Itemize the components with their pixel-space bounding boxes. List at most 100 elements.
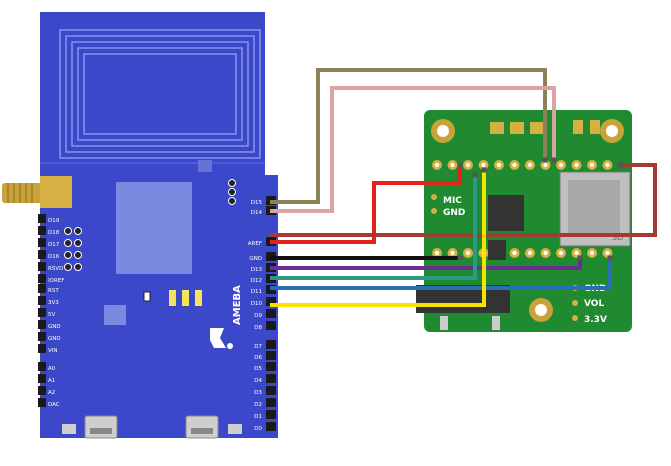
wire-aref bbox=[270, 165, 462, 244]
right-pin-label: D0 bbox=[254, 426, 262, 432]
module-top-pin-hole bbox=[527, 162, 533, 168]
wire-d14 bbox=[270, 86, 556, 213]
left-pin-label: VIN bbox=[48, 348, 58, 354]
module-top-pin-row bbox=[432, 160, 613, 170]
wire-end-pins bbox=[457, 157, 623, 261]
right-pin-label: D10 bbox=[251, 301, 263, 307]
wire-end-pin bbox=[481, 167, 487, 173]
module-top-pin-hole bbox=[558, 162, 564, 168]
left-pin bbox=[38, 320, 46, 329]
led bbox=[182, 290, 189, 306]
left-pin-label: GND bbox=[48, 336, 61, 342]
right-pin bbox=[266, 340, 276, 349]
left-pin bbox=[38, 226, 46, 235]
small-header bbox=[228, 179, 236, 205]
left-pin bbox=[38, 274, 46, 283]
wire-end-pin bbox=[551, 157, 557, 163]
left-pin bbox=[38, 250, 46, 259]
left-pin-label: A0 bbox=[48, 366, 56, 372]
module-top-pin-hole bbox=[465, 162, 471, 168]
wire-end-pin bbox=[472, 172, 478, 178]
module-bottom-pin-hole bbox=[527, 250, 533, 256]
right-pin-label: D14 bbox=[251, 210, 263, 216]
realtek-logo-icon bbox=[210, 328, 233, 349]
left-pin-label: DAC bbox=[48, 402, 60, 408]
wire-end-pin bbox=[457, 255, 463, 261]
amp-chip bbox=[488, 240, 506, 260]
board-separator bbox=[40, 162, 265, 164]
right-pin-label: D1 bbox=[254, 414, 262, 420]
wire-end-pin bbox=[577, 255, 583, 261]
smd-component bbox=[198, 160, 212, 172]
left-pin-label: IOREF bbox=[48, 278, 64, 284]
module-top-pin-hole bbox=[574, 162, 579, 168]
right-pin-label: D7 bbox=[254, 344, 262, 350]
right-pin bbox=[266, 297, 276, 306]
left-pin-label: A1 bbox=[48, 378, 55, 384]
small-chip bbox=[104, 305, 126, 325]
wire-end-pin bbox=[457, 162, 463, 168]
right-pin bbox=[266, 422, 276, 431]
right-pin bbox=[266, 386, 276, 395]
vol-label: VOL bbox=[584, 299, 604, 309]
right-pin-label: D6 bbox=[254, 355, 262, 361]
right-pin-label: D12 bbox=[251, 278, 262, 284]
mounting-hole bbox=[431, 119, 455, 143]
right-pin bbox=[266, 309, 276, 318]
wire-end-pin bbox=[607, 255, 613, 261]
sd-slot-label: SD bbox=[612, 233, 623, 242]
left-pin bbox=[38, 374, 46, 383]
right-pin-label: D5 bbox=[254, 366, 262, 372]
ameba-board: D19D18D17D16RSVDIOREFRST3V35VGNDGNDVINA0… bbox=[2, 12, 278, 439]
left-pin-label: 5V bbox=[48, 312, 55, 318]
wire-d15 bbox=[270, 68, 547, 204]
module-top-pin-hole bbox=[481, 162, 486, 168]
module-top-pin-hole bbox=[589, 162, 595, 168]
wire-d13 bbox=[270, 258, 582, 270]
right-pin bbox=[266, 374, 276, 383]
d16-d19-pin-block bbox=[64, 227, 82, 271]
left-pin-label: D17 bbox=[48, 242, 60, 248]
module-bottom-pin-hole bbox=[450, 250, 455, 256]
module-top-pin-hole bbox=[543, 162, 548, 168]
right-pin-label: D13 bbox=[251, 267, 263, 273]
left-pin-label: RSVD bbox=[48, 266, 63, 272]
left-pin-label: D16 bbox=[48, 254, 60, 260]
left-pin bbox=[38, 308, 46, 317]
module-bottom-pin-hole bbox=[589, 250, 595, 256]
left-pin bbox=[38, 262, 46, 271]
wire-end-pin bbox=[617, 162, 623, 168]
module-top-pads bbox=[490, 120, 600, 134]
left-pin-label: 3V3 bbox=[48, 300, 59, 306]
wires bbox=[270, 68, 657, 307]
module-top-pin-hole bbox=[434, 162, 440, 168]
module-top-pin-hole bbox=[512, 162, 517, 168]
mic-label: MIC bbox=[443, 196, 462, 206]
audio-module: SD MIC GND GND VOL 3.3V bbox=[416, 110, 632, 332]
ameba-chip bbox=[116, 182, 192, 274]
module-bottom-pin-hole bbox=[543, 250, 548, 256]
right-pin-label: D3 bbox=[254, 390, 262, 396]
left-pin bbox=[38, 386, 46, 395]
left-pin bbox=[38, 398, 46, 407]
right-pin bbox=[266, 362, 276, 371]
left-pin bbox=[38, 296, 46, 305]
left-pin bbox=[38, 332, 46, 341]
left-header: D19D18D17D16RSVDIOREFRST3V35VGNDGNDVINA0… bbox=[38, 214, 64, 408]
v33-label: 3.3V bbox=[584, 315, 607, 325]
module-top-pin-hole bbox=[605, 162, 610, 168]
gnd-label-left: GND bbox=[443, 208, 465, 218]
mic-pads bbox=[431, 194, 437, 214]
nfc-antenna bbox=[59, 29, 261, 159]
left-pin bbox=[38, 238, 46, 247]
mounting-hole bbox=[600, 119, 624, 143]
module-bottom-pin-hole bbox=[574, 250, 579, 256]
led bbox=[143, 291, 151, 302]
mounting-hole bbox=[529, 298, 553, 322]
micro-usb-right bbox=[185, 415, 242, 439]
module-top-pin-hole bbox=[496, 162, 502, 168]
right-pin bbox=[266, 398, 276, 407]
left-pin-label: D18 bbox=[48, 230, 60, 236]
left-pin-label: A2 bbox=[48, 390, 55, 396]
